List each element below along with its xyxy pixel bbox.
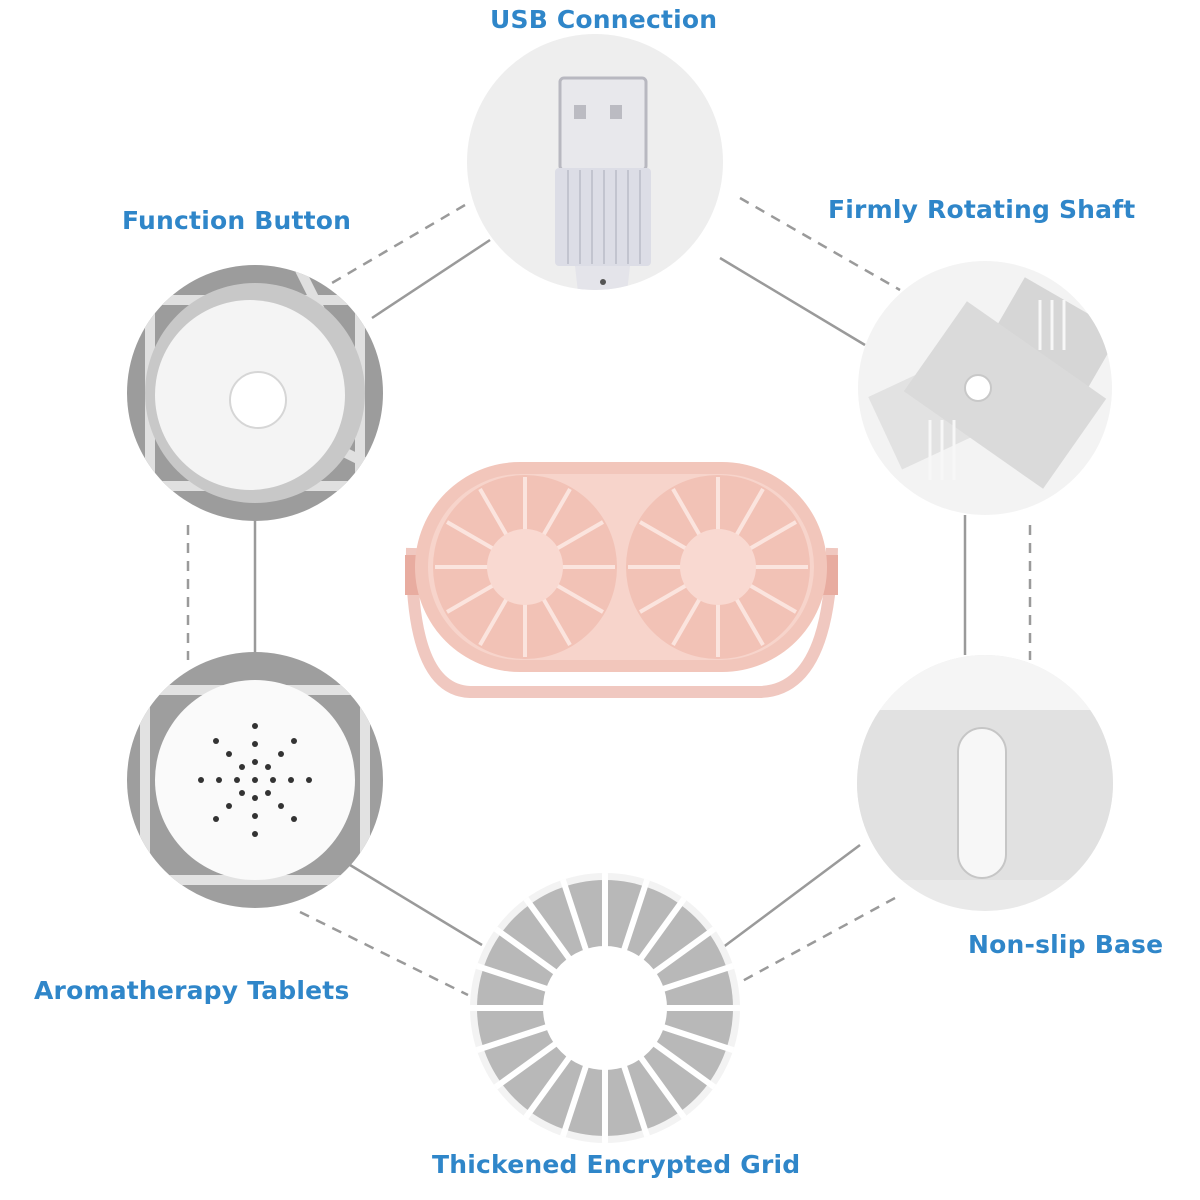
label-function-button: Function Button [122, 206, 352, 235]
non-slip-base-photo [857, 655, 1113, 911]
connector-lines-dashed [186, 196, 1032, 997]
label-encrypted-grid: Thickened Encrypted Grid [432, 1150, 801, 1179]
usb-connection-photo [467, 34, 723, 290]
function-button-photo [127, 265, 383, 521]
connector-lines-solid [253, 238, 967, 950]
aromatherapy-tablets-photo [127, 652, 383, 908]
label-rotating-shaft: Firmly Rotating Shaft [828, 195, 1136, 224]
rotating-shaft-photo [858, 261, 1112, 515]
label-aromatherapy-tablets: Aromatherapy Tablets [34, 976, 350, 1005]
label-non-slip-base: Non-slip Base [968, 930, 1164, 959]
dual-fan-product [405, 462, 838, 698]
label-usb-connection: USB Connection [490, 5, 718, 34]
encrypted-grid-photo [470, 873, 740, 1143]
